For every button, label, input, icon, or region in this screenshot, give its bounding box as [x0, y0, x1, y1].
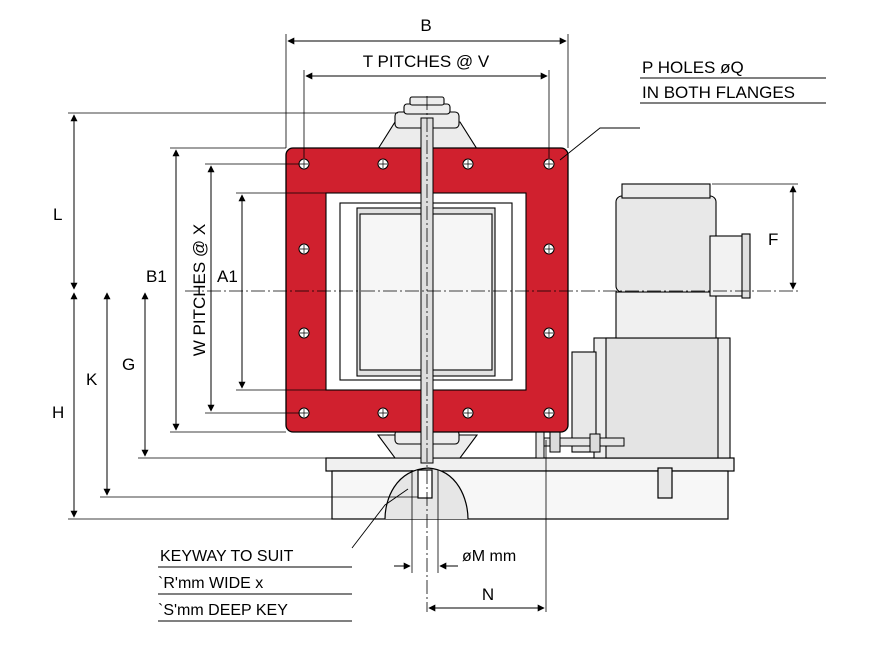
label-k: K [86, 370, 98, 389]
extension-lines [68, 34, 798, 612]
centre-lines [185, 96, 800, 612]
label-n: N [482, 585, 494, 604]
label-p-holes: P HOLES øQ [642, 58, 744, 77]
label-b: B [420, 16, 431, 35]
label-t-pitches: T PITCHES @ V [363, 52, 490, 71]
label-keyway-2: `R'mm WIDE x [158, 575, 263, 592]
label-in-both-flanges: IN BOTH FLANGES [642, 83, 795, 102]
gear-motor [571, 183, 751, 459]
label-a1: A1 [217, 267, 238, 286]
hole-crosshairs [300, 160, 553, 417]
label-g: G [122, 355, 135, 374]
label-h: H [52, 403, 64, 422]
label-b1: B1 [146, 267, 167, 286]
leaders [158, 77, 826, 622]
label-w-pitches: W PITCHES @ X [190, 224, 209, 357]
label-keyway-3: `S'mm DEEP KEY [158, 602, 288, 619]
label-shaft-diameter: øM mm [462, 548, 516, 565]
dimension-lines [70, 37, 797, 612]
label-keyway-1: KEYWAY TO SUIT [160, 548, 294, 565]
label-l: L [53, 205, 62, 224]
base-plate [325, 457, 735, 520]
label-f: F [768, 230, 778, 249]
